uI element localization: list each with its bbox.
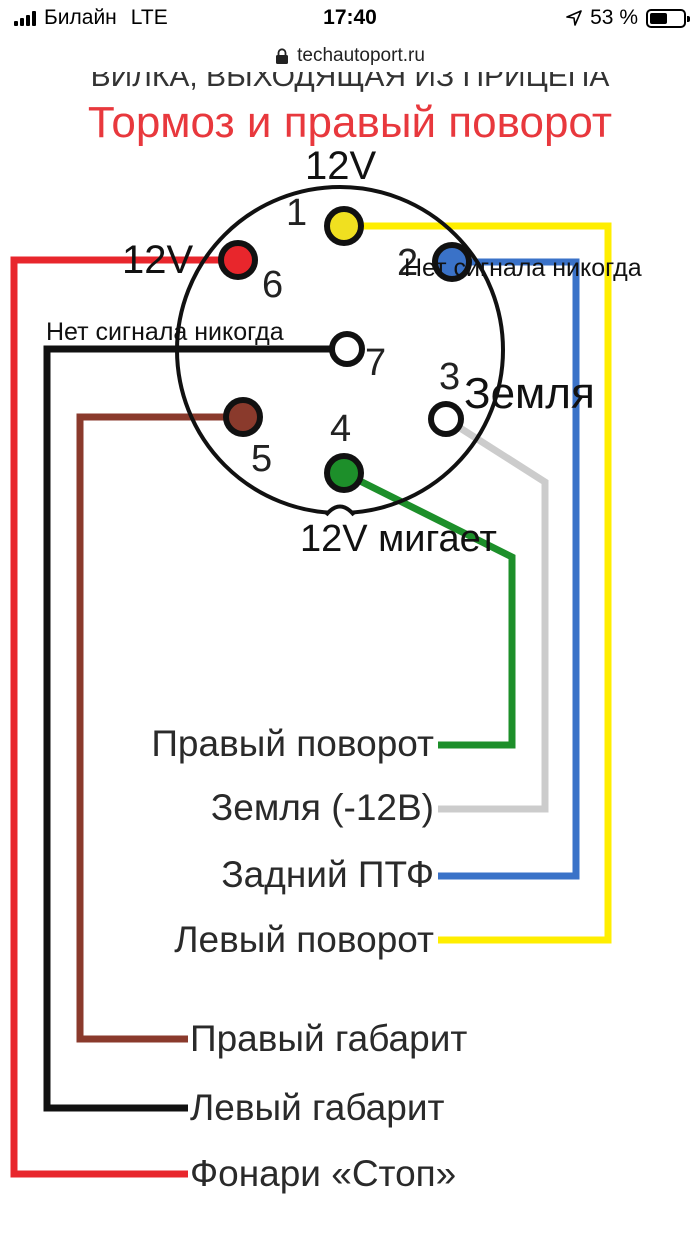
pin-number-1: 1: [286, 192, 308, 234]
pin-5: [223, 397, 263, 437]
address-bar[interactable]: techautoport.ru: [0, 40, 700, 72]
pin-2: [432, 242, 472, 282]
wire-gray: [438, 416, 549, 813]
battery-level-fill: [650, 12, 667, 24]
pin-3: [428, 401, 464, 437]
wire-yellow: [350, 222, 612, 944]
diagram-title: Тормоз и правый поворот: [87, 98, 613, 147]
wire-green: [342, 469, 516, 749]
pin-number-2: 2: [397, 242, 419, 284]
annotation-pin4: 12V мигает: [300, 518, 497, 560]
wire-black: [43, 345, 347, 1112]
annotation-pin1: 12V: [305, 144, 377, 188]
pin-number-7: 7: [365, 342, 387, 384]
legend-ground: Земля (-12В): [210, 787, 434, 828]
pin-7: [329, 331, 365, 367]
carrier-name: Билайн: [44, 6, 117, 29]
pin-1: [324, 206, 364, 246]
pin-number-5: 5: [251, 438, 273, 480]
annotation-pin6: 12V: [122, 238, 194, 282]
annotation-pin7: Нет сигнала никогда: [46, 318, 284, 346]
legend-left-marker: Левый габарит: [190, 1087, 445, 1128]
legend-rear-fog: Задний ПТФ: [221, 854, 434, 895]
pin-number-4: 4: [330, 408, 352, 450]
url-text[interactable]: techautoport.ru: [297, 45, 425, 66]
diagram-area: ВИЛКА, ВЫХОДЯЩАЯ ИЗ ПРИЦЕПА Тормоз и пра…: [0, 72, 700, 1245]
annotation-pin2: Нет сигнала никогда: [404, 254, 642, 282]
wire-brown: [76, 413, 243, 1043]
network-type: LTE: [130, 6, 168, 29]
status-bar: Билайн LTE 17:40 53 %: [0, 0, 700, 40]
legend-stop-lights: Фонари «Стоп»: [190, 1153, 457, 1194]
location-arrow-icon: [566, 10, 582, 26]
battery-percent: 53 %: [590, 6, 638, 29]
background-heading: ВИЛКА, ВЫХОДЯЩАЯ ИЗ ПРИЦЕПА: [90, 72, 610, 93]
pin-number-3: 3: [439, 356, 461, 398]
annotation-pin3: Земля: [464, 369, 595, 418]
wire-red: [10, 256, 238, 1178]
lock-icon: [276, 47, 289, 64]
pin-number-6: 6: [262, 264, 284, 306]
connector-diagram: [10, 185, 612, 1178]
wire-blue: [438, 258, 580, 880]
legend-left-turn: Левый поворот: [174, 919, 434, 960]
status-time: 17:40: [323, 6, 377, 29]
legend-right-turn: Правый поворот: [151, 723, 434, 764]
battery-icon: [646, 8, 690, 28]
legend-right-marker: Правый габарит: [190, 1018, 468, 1059]
pin-4: [324, 453, 364, 493]
signal-bars-icon: [14, 10, 36, 26]
status-right-group: 53 %: [566, 6, 690, 30]
connector-key-notch: [324, 504, 356, 517]
pin-6: [218, 240, 258, 280]
carrier-group: Билайн LTE: [14, 6, 168, 30]
